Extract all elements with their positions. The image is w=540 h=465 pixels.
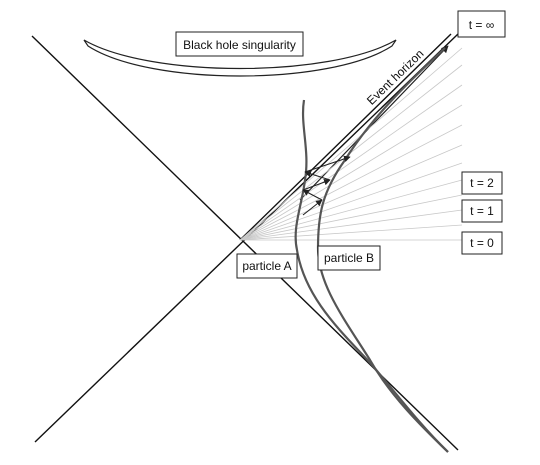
singularity-curve [83,39,397,77]
light-signal [302,189,323,201]
event-horizon-line [239,33,452,241]
time-slices [239,47,463,241]
svg-text:t = ∞: t = ∞ [469,18,495,32]
svg-text:Black hole singularity: Black hole singularity [183,38,296,52]
t2-label: t = 2 [461,171,503,195]
time-slice [239,47,463,241]
svg-text:t = 0: t = 0 [470,236,494,250]
singularity-label: Black hole singularity [175,31,304,57]
t-infinity-label: t = ∞ [457,10,506,38]
light-signal [302,178,331,191]
light-signal [302,199,323,216]
worldline-particle-a [294,99,449,453]
svg-text:t = 1: t = 1 [470,204,494,218]
time-slice [239,224,463,241]
light-signal [304,170,331,181]
event-horizon-arrow [299,45,449,201]
time-slice [239,194,463,241]
time-slice [239,104,463,241]
svg-text:particle B: particle B [324,251,374,265]
t1-label: t = 1 [461,199,503,223]
light-signal [304,155,351,173]
light-cone-line-left [31,35,459,451]
time-slice [239,124,463,241]
time-slice [239,84,463,241]
particle-a-label: particle A [236,253,298,279]
particle-b-label: particle B [317,245,381,271]
svg-text:particle A: particle A [242,259,291,273]
time-slice [239,209,463,241]
time-slice [239,179,463,241]
svg-text:t = 2: t = 2 [470,176,494,190]
time-slice [239,162,463,241]
light-signals [302,155,351,216]
time-slice [239,144,463,241]
t0-label: t = 0 [461,231,503,255]
